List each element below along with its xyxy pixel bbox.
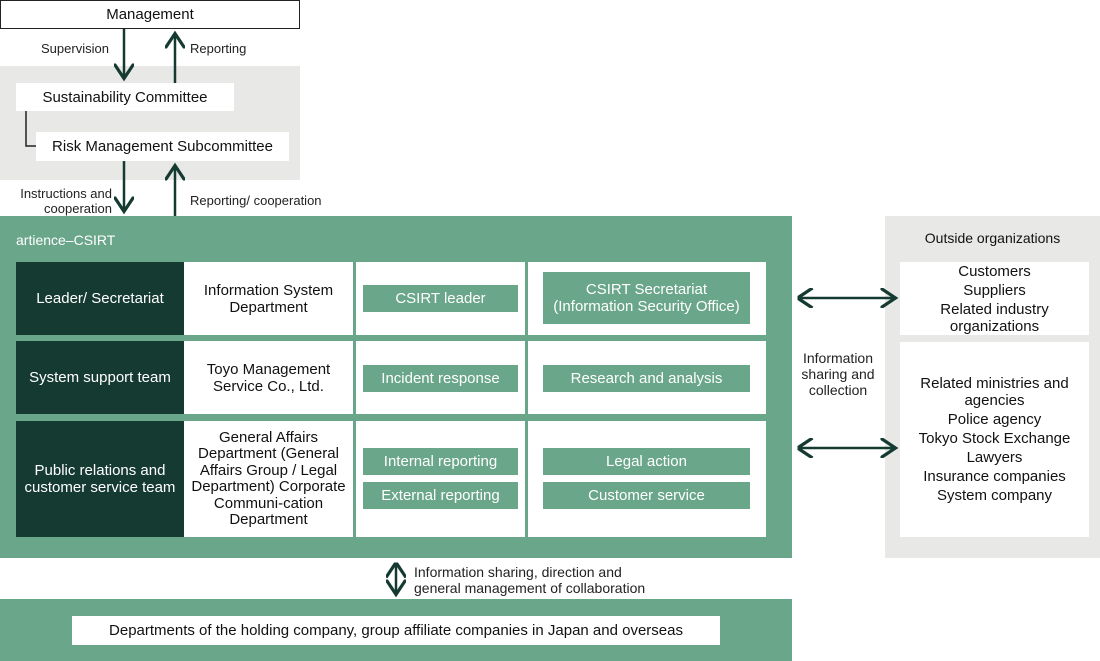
risk-subcommittee-box: Risk Management Subcommittee [36, 132, 289, 161]
management-box: Management [0, 0, 300, 29]
role-csirt-leader: CSIRT leader [363, 285, 518, 312]
committee-connector [25, 111, 36, 147]
outside-item: Customers [958, 262, 1031, 280]
team-cell-system-support: System support team [16, 341, 184, 414]
outside-item: Police agency [947, 411, 1042, 428]
instructions-label: Instructions and cooperation [20, 186, 112, 216]
csirt-title: artience–CSIRT [16, 232, 116, 248]
dept-cell-system-support: Toyo Management Service Co., Ltd. [184, 341, 353, 414]
reporting-label: Reporting [190, 41, 247, 56]
team-cell-leader: Leader/ Secretariat [16, 262, 184, 335]
role-internal-reporting: Internal reporting [363, 448, 518, 475]
outside-item: System company [936, 487, 1053, 504]
outside-item: Insurance companies [923, 468, 1066, 485]
supervision-label: Supervision [41, 41, 109, 56]
outside-organizations-title: Outside organizations [924, 230, 1061, 246]
sustainability-committee-label: Sustainability Committee [42, 88, 208, 106]
outside-item: Related industry organizations [940, 300, 1049, 335]
role-customer-service: Customer service [543, 482, 750, 509]
info-sharing-direction-label: Information sharing, direction and gener… [414, 564, 646, 596]
team-cell-public-relations: Public relations and customer service te… [16, 421, 184, 537]
outside-item: Tokyo Stock Exchange [918, 430, 1071, 447]
outside-group-2: Related ministries and agencies Police a… [900, 342, 1089, 537]
outside-group-1: Customers Suppliers Related industry org… [900, 262, 1089, 335]
roles-b-cell-public-relations [528, 421, 766, 537]
roles-a-cell-public-relations [356, 421, 525, 537]
role-csirt-secretariat: CSIRT Secretariat (Information Security … [543, 272, 750, 324]
role-research-analysis: Research and analysis [543, 365, 750, 392]
info-sharing-collection-label: Information sharing and collection [801, 350, 875, 398]
reporting-cooperation-label: Reporting/ cooperation [190, 193, 322, 208]
dept-cell-leader: Information System Department [184, 262, 353, 335]
sustainability-committee-box: Sustainability Committee [16, 83, 234, 111]
outside-item: Related ministries and agencies [920, 375, 1069, 409]
dept-cell-public-relations: General Affairs Department (General Affa… [184, 421, 353, 537]
risk-subcommittee-label: Risk Management Subcommittee [52, 138, 273, 155]
management-label: Management [106, 6, 194, 23]
role-external-reporting: External reporting [363, 482, 518, 509]
outside-item: Suppliers [963, 281, 1026, 299]
departments-box: Departments of the holding company, grou… [72, 616, 720, 645]
outside-item: Lawyers [966, 449, 1023, 466]
role-incident-response: Incident response [363, 365, 518, 392]
role-legal-action: Legal action [543, 448, 750, 475]
